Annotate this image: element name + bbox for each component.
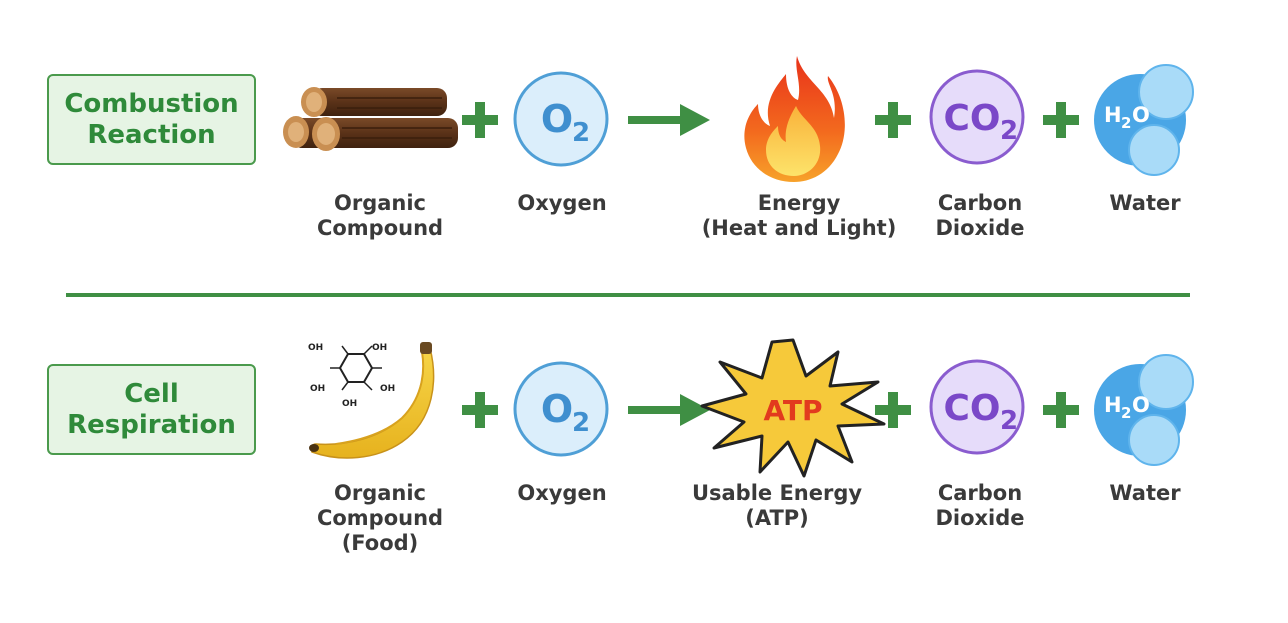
co2-symbol: CO (943, 388, 1000, 429)
carbon-dioxide-molecule-icon: CO 2 (929, 69, 1025, 165)
oxygen-molecule-icon: O 2 (513, 71, 609, 167)
water-o-symbol: O (1132, 393, 1150, 417)
respiration-label-line2: Respiration (67, 409, 236, 440)
water-o-symbol: O (1132, 103, 1150, 127)
co2-symbol: CO (943, 98, 1000, 139)
co2-subscript: 2 (1000, 116, 1018, 146)
carbon-dioxide-caption: Carbon Dioxide (920, 191, 1040, 241)
section-divider (66, 293, 1190, 297)
oxygen-subscript: 2 (572, 118, 590, 148)
oh-group-label: OH (310, 384, 325, 394)
oxygen-molecule-icon: O 2 (513, 361, 609, 457)
water-h-symbol: H (1104, 393, 1122, 417)
wood-logs-icon (283, 87, 458, 151)
caption-line: Carbon (937, 191, 1023, 215)
caption-line: (ATP) (745, 506, 809, 530)
co2-subscript: 2 (1000, 406, 1018, 436)
water-h-symbol: H (1104, 103, 1122, 127)
caption-line: Energy (757, 191, 841, 215)
reaction-arrow-icon (628, 394, 710, 426)
oxygen-symbol: O (541, 387, 573, 431)
plus-icon (1043, 102, 1079, 138)
glucose-structure-icon: OH OH OH OH OH (308, 343, 395, 409)
carbon-dioxide-caption: Carbon Dioxide (920, 481, 1040, 531)
oxygen-caption: Oxygen (502, 481, 622, 506)
caption-line: Carbon (937, 481, 1023, 505)
caption-line: Organic (333, 191, 426, 215)
energy-caption: Energy (Heat and Light) (684, 191, 914, 241)
plus-icon (462, 102, 498, 138)
cell-respiration-label: Cell Respiration (47, 364, 256, 455)
oh-group-label: OH (308, 343, 323, 353)
carbon-dioxide-molecule-icon: CO 2 (929, 359, 1025, 455)
caption-line: Usable Energy (691, 481, 863, 505)
plus-icon (875, 392, 911, 428)
water-molecule-icon: H 2 O (1094, 64, 1194, 176)
atp-energy-burst-icon: ATP (700, 338, 886, 478)
oh-group-label: OH (372, 343, 387, 353)
banana-icon (309, 342, 435, 459)
fire-flame-icon (744, 56, 845, 182)
oxygen-caption: Oxygen (502, 191, 622, 216)
caption-line: Water (1109, 191, 1181, 215)
reaction-arrow-icon (628, 104, 710, 136)
combustion-label-line2: Reaction (87, 119, 216, 150)
water-caption: Water (1090, 191, 1200, 216)
caption-line: Organic (333, 481, 426, 505)
oxygen-symbol: O (541, 97, 573, 141)
caption-line: Compound (316, 506, 444, 530)
plus-icon (462, 392, 498, 428)
water-caption: Water (1090, 481, 1200, 506)
organic-compound-caption: Organic Compound (300, 191, 460, 241)
respiration-label-line1: Cell (124, 378, 179, 409)
plus-icon (1043, 392, 1079, 428)
caption-line: Dioxide (935, 216, 1025, 240)
atp-label: ATP (763, 394, 822, 427)
usable-energy-caption: Usable Energy (ATP) (670, 481, 884, 531)
caption-line: (Heat and Light) (701, 216, 897, 240)
caption-line: Oxygen (517, 191, 607, 215)
organic-compound-food-caption: Organic Compound (Food) (300, 481, 460, 556)
combustion-reaction-label: Combustion Reaction (47, 74, 256, 165)
oxygen-subscript: 2 (572, 408, 590, 438)
caption-line: Compound (316, 216, 444, 240)
water-subscript: 2 (1121, 114, 1131, 132)
plus-icon (875, 102, 911, 138)
water-subscript: 2 (1121, 404, 1131, 422)
caption-line: Oxygen (517, 481, 607, 505)
caption-line: Dioxide (935, 506, 1025, 530)
water-molecule-icon: H 2 O (1094, 354, 1194, 466)
oh-group-label: OH (342, 399, 357, 409)
caption-line: Water (1109, 481, 1181, 505)
caption-line: (Food) (341, 531, 419, 555)
combustion-label-line1: Combustion (64, 88, 239, 119)
oh-group-label: OH (380, 384, 395, 394)
